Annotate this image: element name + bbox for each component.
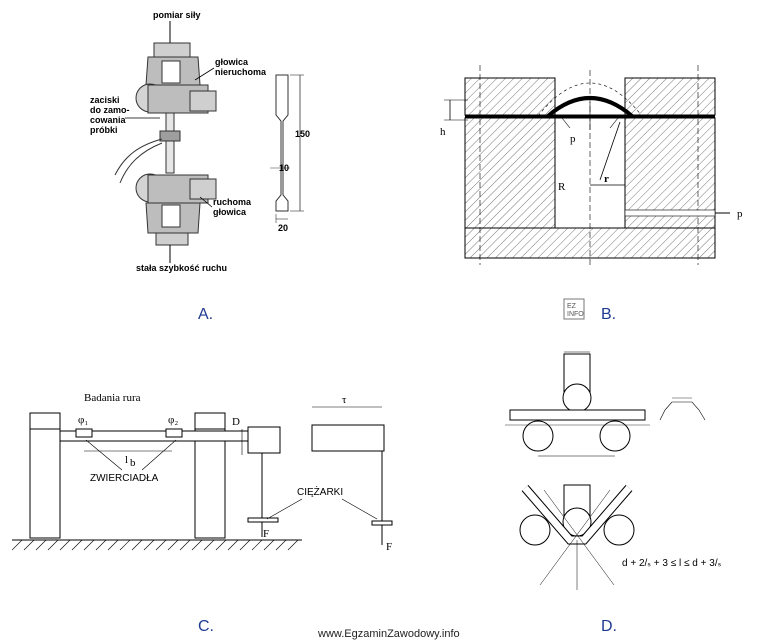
dim-20: 20: [278, 223, 288, 233]
option-a-label: A.: [198, 306, 214, 323]
label-stala-szybkosc: stała szybkość ruchu: [136, 263, 227, 273]
diagram-b-bulge-test: p R r h p: [440, 65, 743, 265]
label-badania-rura: Badania rura: [84, 392, 141, 404]
svg-text:EZ: EZ: [567, 303, 577, 310]
label-F-left: F: [263, 528, 269, 540]
label-r: r: [604, 173, 609, 185]
option-b-label: B.: [601, 306, 617, 323]
dim-10: 10: [279, 163, 289, 173]
label-l: l: [125, 454, 128, 466]
label-pomiar-sily: pomiar siły: [153, 10, 201, 20]
label-R: R: [558, 181, 566, 193]
label-ciezarki: CIĘŻARKI: [297, 485, 343, 498]
label-tau: τ: [342, 394, 347, 406]
dim-150: 150: [295, 129, 310, 139]
label-nieruchoma: nieruchoma: [215, 67, 267, 77]
label-phi1: φ₁: [78, 414, 88, 426]
label-zaciski: zaciski: [90, 95, 120, 105]
label-zwierciadla: ZWIERCIADŁA: [90, 473, 159, 484]
diagram-d-bend-test: d + 2/ₛ + 3 ≤ l ≤ d + 3/ₛ: [505, 351, 722, 590]
svg-text:INFO: INFO: [567, 311, 584, 318]
option-c-label: C.: [198, 618, 214, 635]
option-d-label: D.: [601, 618, 617, 635]
label-phi2: φ₂: [168, 414, 178, 426]
footer-site: www.EgzaminZawodowy.info: [318, 628, 460, 640]
label-h: h: [440, 126, 446, 138]
label-p-outer: p: [737, 208, 743, 220]
diagram-a-tensile-test: pomiar siły stała szybkość ruchu głowica…: [90, 10, 310, 273]
specimen-drawing: 150 10 20: [270, 74, 310, 233]
label-zaciski-2: do zamo-: [90, 105, 130, 115]
label-formula: d + 2/ₛ + 3 ≤ l ≤ d + 3/ₛ: [622, 558, 722, 569]
label-ruchoma: ruchoma: [213, 197, 252, 207]
label-zaciski-4: próbki: [90, 125, 118, 135]
label-zaciski-3: cowania: [90, 115, 127, 125]
fixed-head: [135, 42, 217, 114]
moving-head: [135, 173, 217, 246]
ez-info-icon: EZ INFO: [563, 298, 585, 320]
diagram-c-torsion-test: Badania rura φ₁ φ₂ D F l b ZWIERCIADŁA τ…: [12, 392, 393, 553]
label-p-inside: p: [570, 133, 576, 145]
label-F-right: F: [386, 541, 392, 553]
label-ruchoma-glowica: głowica: [213, 207, 247, 217]
label-D: D: [232, 416, 240, 428]
label-glowica: głowica: [215, 57, 249, 67]
label-l-sub: b: [130, 457, 136, 469]
